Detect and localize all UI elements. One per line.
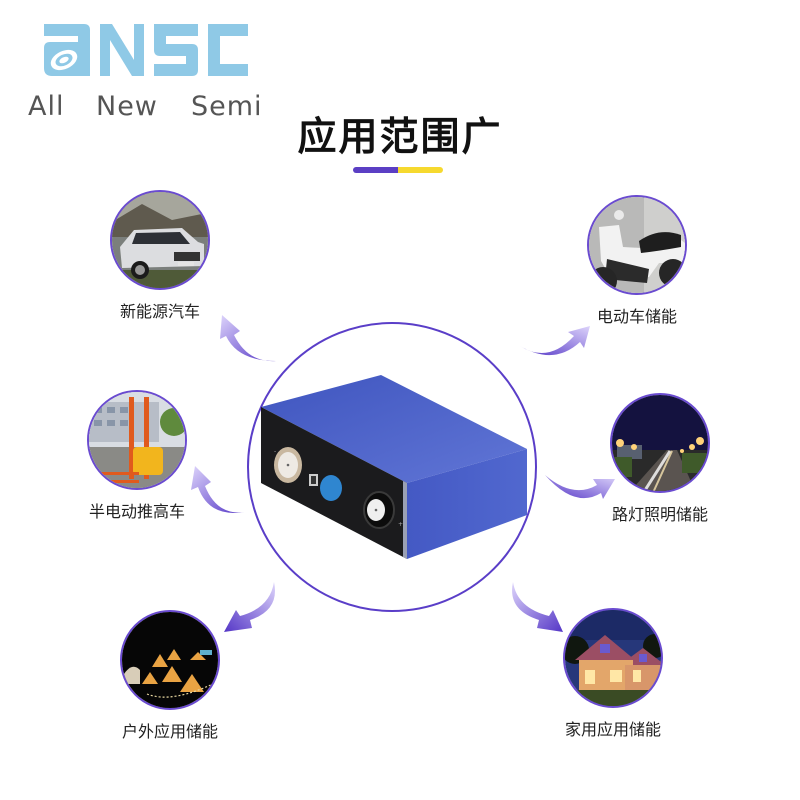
tagline-word: All [28, 91, 65, 122]
svg-text:+: + [398, 521, 403, 528]
battery-cell-image: - + [261, 375, 527, 559]
application-ebike: 电动车储能 [582, 195, 692, 327]
application-label: 户外应用储能 [121, 722, 218, 741]
suv-car-photo-icon [110, 190, 210, 290]
arrow-to-outdoor-icon [224, 582, 275, 632]
application-label: 路灯照明储能 [611, 505, 708, 524]
application-streetlight: 路灯照明储能 [605, 393, 715, 525]
arrow-to-ev-icon [220, 315, 276, 362]
tagline-word: Semi [191, 91, 263, 122]
brand-tagline: All New Semi [28, 91, 263, 122]
house-photo-icon [563, 608, 663, 708]
outdoor-camp-photo-icon [120, 610, 220, 710]
tagline-word: New [96, 91, 158, 122]
brand-logo: All New Semi [28, 18, 280, 128]
application-label: 半电动推高车 [88, 502, 185, 521]
electric-scooter-photo-icon [587, 195, 687, 295]
arrow-to-forklift-icon [191, 466, 245, 513]
forklift-photo-icon [87, 390, 187, 490]
title-underline [353, 167, 443, 173]
svg-text:-: - [274, 448, 276, 455]
arrow-to-streetlight-icon [545, 475, 615, 499]
application-outdoor: 户外应用储能 [115, 610, 225, 742]
application-label: 家用应用储能 [564, 720, 661, 739]
application-label: 新能源汽车 [119, 302, 200, 321]
page-title: 应用范围广 [297, 115, 503, 160]
application-forklift: 半电动推高车 [82, 390, 192, 522]
application-label: 电动车储能 [596, 307, 677, 326]
arrow-to-home-icon [512, 582, 563, 632]
ansc-logo-icon [44, 24, 248, 76]
arrow-to-ebike-icon [520, 326, 590, 356]
application-ev: 新能源汽车 [105, 190, 215, 322]
application-home: 家用应用储能 [558, 608, 668, 740]
street-light-photo-icon [610, 393, 710, 493]
